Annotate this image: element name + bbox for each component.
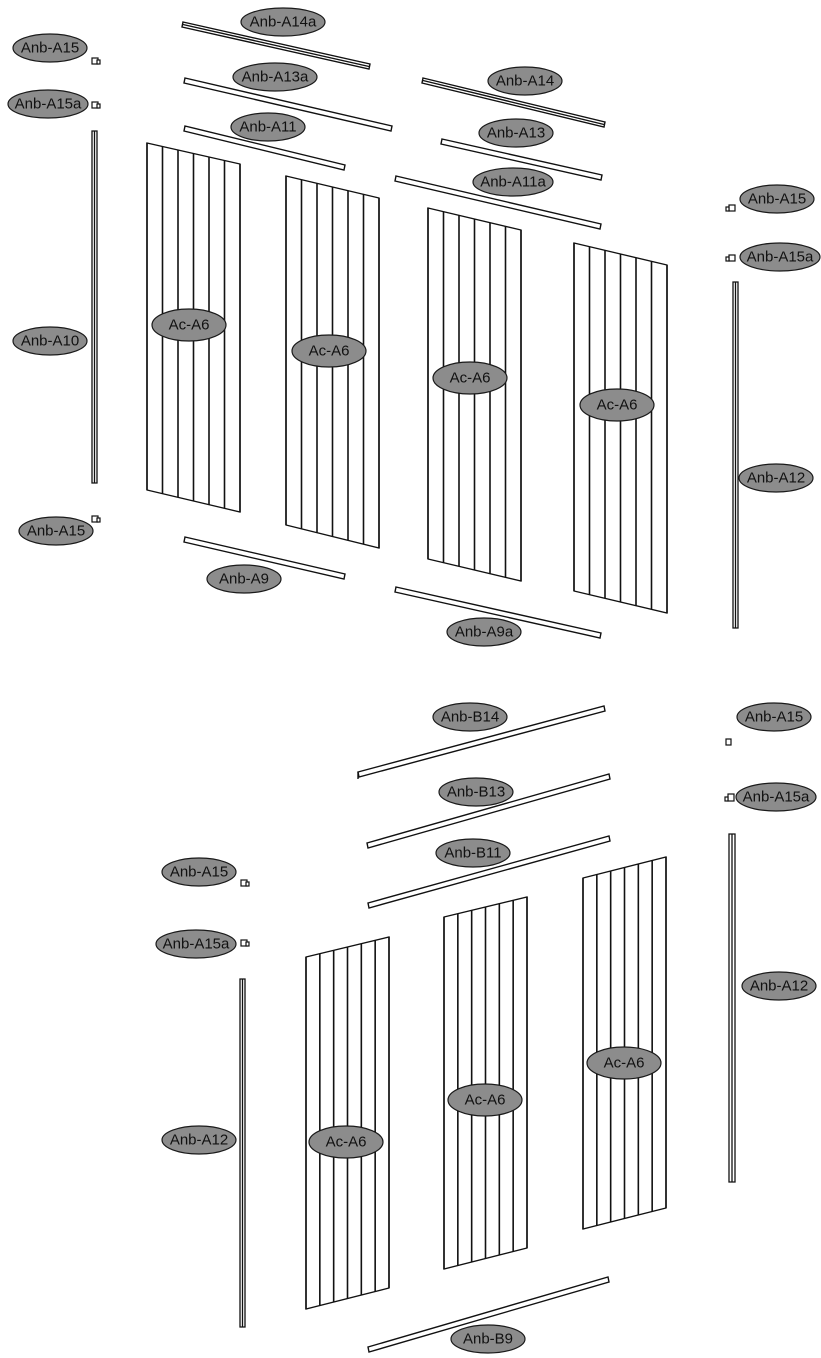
svg-text:Anb-A15a: Anb-A15a bbox=[163, 936, 230, 953]
label-anb-a15-bottom-left2: Anb-A15 bbox=[161, 857, 237, 887]
bracket-anb-a15-top-right bbox=[725, 204, 736, 212]
label-anb-a11: Anb-A11 bbox=[230, 112, 306, 142]
svg-text:Anb-A15a: Anb-A15a bbox=[747, 249, 814, 266]
label-ac-a6-top-1: Ac-A6 bbox=[151, 308, 227, 342]
label-anb-a15-top-left: Anb-A15 bbox=[12, 33, 88, 63]
svg-text:Anb-B13: Anb-B13 bbox=[447, 784, 505, 801]
label-anb-a15a-bottom-right: Anb-A15a bbox=[735, 782, 817, 812]
svg-text:Anb-A12: Anb-A12 bbox=[747, 470, 805, 487]
svg-text:Anb-A10: Anb-A10 bbox=[21, 333, 79, 350]
svg-text:Anb-A12: Anb-A12 bbox=[750, 978, 808, 995]
svg-text:Anb-A13: Anb-A13 bbox=[487, 125, 545, 142]
label-anb-a15-bottom-right: Anb-A15 bbox=[736, 702, 812, 732]
svg-text:Anb-A11a: Anb-A11a bbox=[480, 174, 546, 191]
label-anb-a9: Anb-A9 bbox=[206, 564, 282, 594]
label-anb-a12-bottom-left: Anb-A12 bbox=[161, 1125, 237, 1155]
post-anb-a12-bottom-right bbox=[728, 833, 736, 1183]
rail-anb-a14 bbox=[421, 77, 606, 128]
svg-text:Anb-B14: Anb-B14 bbox=[441, 709, 499, 726]
svg-text:Anb-A15: Anb-A15 bbox=[27, 523, 85, 540]
bracket-anb-a15-bottom-left2 bbox=[240, 879, 250, 887]
rail-anb-a13 bbox=[440, 138, 603, 181]
label-ac-a6-top-2: Ac-A6 bbox=[291, 334, 367, 368]
svg-text:Anb-A14: Anb-A14 bbox=[496, 73, 554, 90]
post-anb-a10 bbox=[91, 130, 98, 484]
label-ac-a6-bottom-2: Ac-A6 bbox=[447, 1083, 523, 1117]
label-anb-a13a: Anb-A13a bbox=[232, 62, 318, 92]
bracket-anb-a15a-top-left bbox=[91, 101, 101, 109]
label-anb-a13: Anb-A13 bbox=[478, 118, 554, 148]
label-anb-b14: Anb-B14 bbox=[432, 702, 508, 732]
label-anb-a15a-top-right: Anb-A15a bbox=[739, 242, 821, 272]
rail-anb-a11 bbox=[183, 125, 346, 171]
svg-text:Anb-A15: Anb-A15 bbox=[748, 191, 806, 208]
svg-text:Anb-A11: Anb-A11 bbox=[239, 119, 296, 136]
svg-text:Anb-B9: Anb-B9 bbox=[463, 1331, 513, 1348]
label-anb-a11a: Anb-A11a bbox=[472, 167, 554, 197]
post-anb-a12-top bbox=[732, 281, 739, 629]
svg-text:Anb-A13a: Anb-A13a bbox=[242, 69, 309, 86]
label-anb-a12-top: Anb-A12 bbox=[738, 463, 814, 493]
panel-ac-a6-bottom-2 bbox=[443, 896, 528, 1270]
svg-text:Anb-A12: Anb-A12 bbox=[170, 1132, 228, 1149]
rail-anb-b9 bbox=[367, 1276, 610, 1353]
svg-text:Anb-B11: Anb-B11 bbox=[444, 845, 501, 862]
svg-text:Ac-A6: Ac-A6 bbox=[326, 1134, 367, 1151]
label-anb-a10: Anb-A10 bbox=[12, 326, 88, 356]
label-ac-a6-top-3: Ac-A6 bbox=[432, 361, 508, 395]
svg-text:Anb-A15a: Anb-A15a bbox=[15, 96, 82, 113]
rail-anb-b13 bbox=[366, 773, 611, 849]
panel-ac-a6-bottom-1 bbox=[305, 936, 390, 1310]
label-anb-b11: Anb-B11 bbox=[435, 838, 511, 868]
svg-text:Ac-A6: Ac-A6 bbox=[597, 397, 638, 414]
label-anb-b13: Anb-B13 bbox=[438, 777, 514, 807]
svg-text:Anb-A15: Anb-A15 bbox=[21, 40, 79, 57]
panel-ac-a6-bottom-3 bbox=[582, 856, 667, 1230]
rail-anb-b14 bbox=[357, 705, 606, 779]
svg-text:Ac-A6: Ac-A6 bbox=[604, 1055, 645, 1072]
bracket-anb-a15a-top-right bbox=[725, 254, 736, 262]
svg-text:Anb-A15: Anb-A15 bbox=[170, 864, 228, 881]
bracket-anb-a15a-bottom-right bbox=[724, 793, 735, 802]
svg-text:Anb-A15: Anb-A15 bbox=[745, 709, 803, 726]
panel-ac-a6-top-3 bbox=[427, 207, 522, 582]
label-anb-b9: Anb-B9 bbox=[450, 1324, 526, 1354]
svg-text:Ac-A6: Ac-A6 bbox=[450, 370, 491, 387]
svg-text:Anb-A9: Anb-A9 bbox=[219, 571, 269, 588]
label-anb-a14: Anb-A14 bbox=[487, 66, 563, 96]
post-anb-a12-bottom-left bbox=[239, 978, 246, 1328]
rail-anb-a14a bbox=[181, 21, 371, 70]
svg-text:Anb-A9a: Anb-A9a bbox=[455, 624, 514, 641]
label-anb-a9a: Anb-A9a bbox=[446, 617, 522, 647]
label-anb-a14a: Anb-A14a bbox=[240, 7, 326, 37]
rail-anb-a11a bbox=[394, 175, 602, 230]
bracket-anb-a15-bottom-right bbox=[725, 738, 732, 746]
label-ac-a6-bottom-3: Ac-A6 bbox=[586, 1046, 662, 1080]
rail-anb-a9 bbox=[183, 536, 346, 580]
label-anb-a15-bottom-left: Anb-A15 bbox=[18, 516, 94, 546]
label-anb-a12-bottom-right: Anb-A12 bbox=[741, 971, 817, 1001]
rail-anb-a13a bbox=[183, 77, 393, 132]
svg-text:Ac-A6: Ac-A6 bbox=[309, 343, 350, 360]
bracket-anb-a15-top-left bbox=[91, 57, 101, 65]
label-ac-a6-top-4: Ac-A6 bbox=[579, 388, 655, 422]
label-anb-a15a-bottom-left2: Anb-A15a bbox=[155, 929, 237, 959]
label-anb-a15-top-right: Anb-A15 bbox=[739, 184, 815, 214]
svg-text:Anb-A15a: Anb-A15a bbox=[743, 789, 810, 806]
rail-anb-a9a bbox=[394, 586, 602, 639]
rail-anb-b11 bbox=[367, 835, 611, 909]
panel-ac-a6-top-4 bbox=[573, 242, 668, 614]
bracket-anb-a15-bottom-left bbox=[91, 515, 101, 523]
label-anb-a15a-top-left: Anb-A15a bbox=[7, 89, 89, 119]
svg-text:Ac-A6: Ac-A6 bbox=[169, 317, 210, 334]
svg-text:Anb-A14a: Anb-A14a bbox=[250, 14, 317, 31]
svg-text:Ac-A6: Ac-A6 bbox=[465, 1092, 506, 1109]
bracket-anb-a15a-bottom-left2 bbox=[240, 939, 250, 947]
label-ac-a6-bottom-1: Ac-A6 bbox=[308, 1125, 384, 1159]
